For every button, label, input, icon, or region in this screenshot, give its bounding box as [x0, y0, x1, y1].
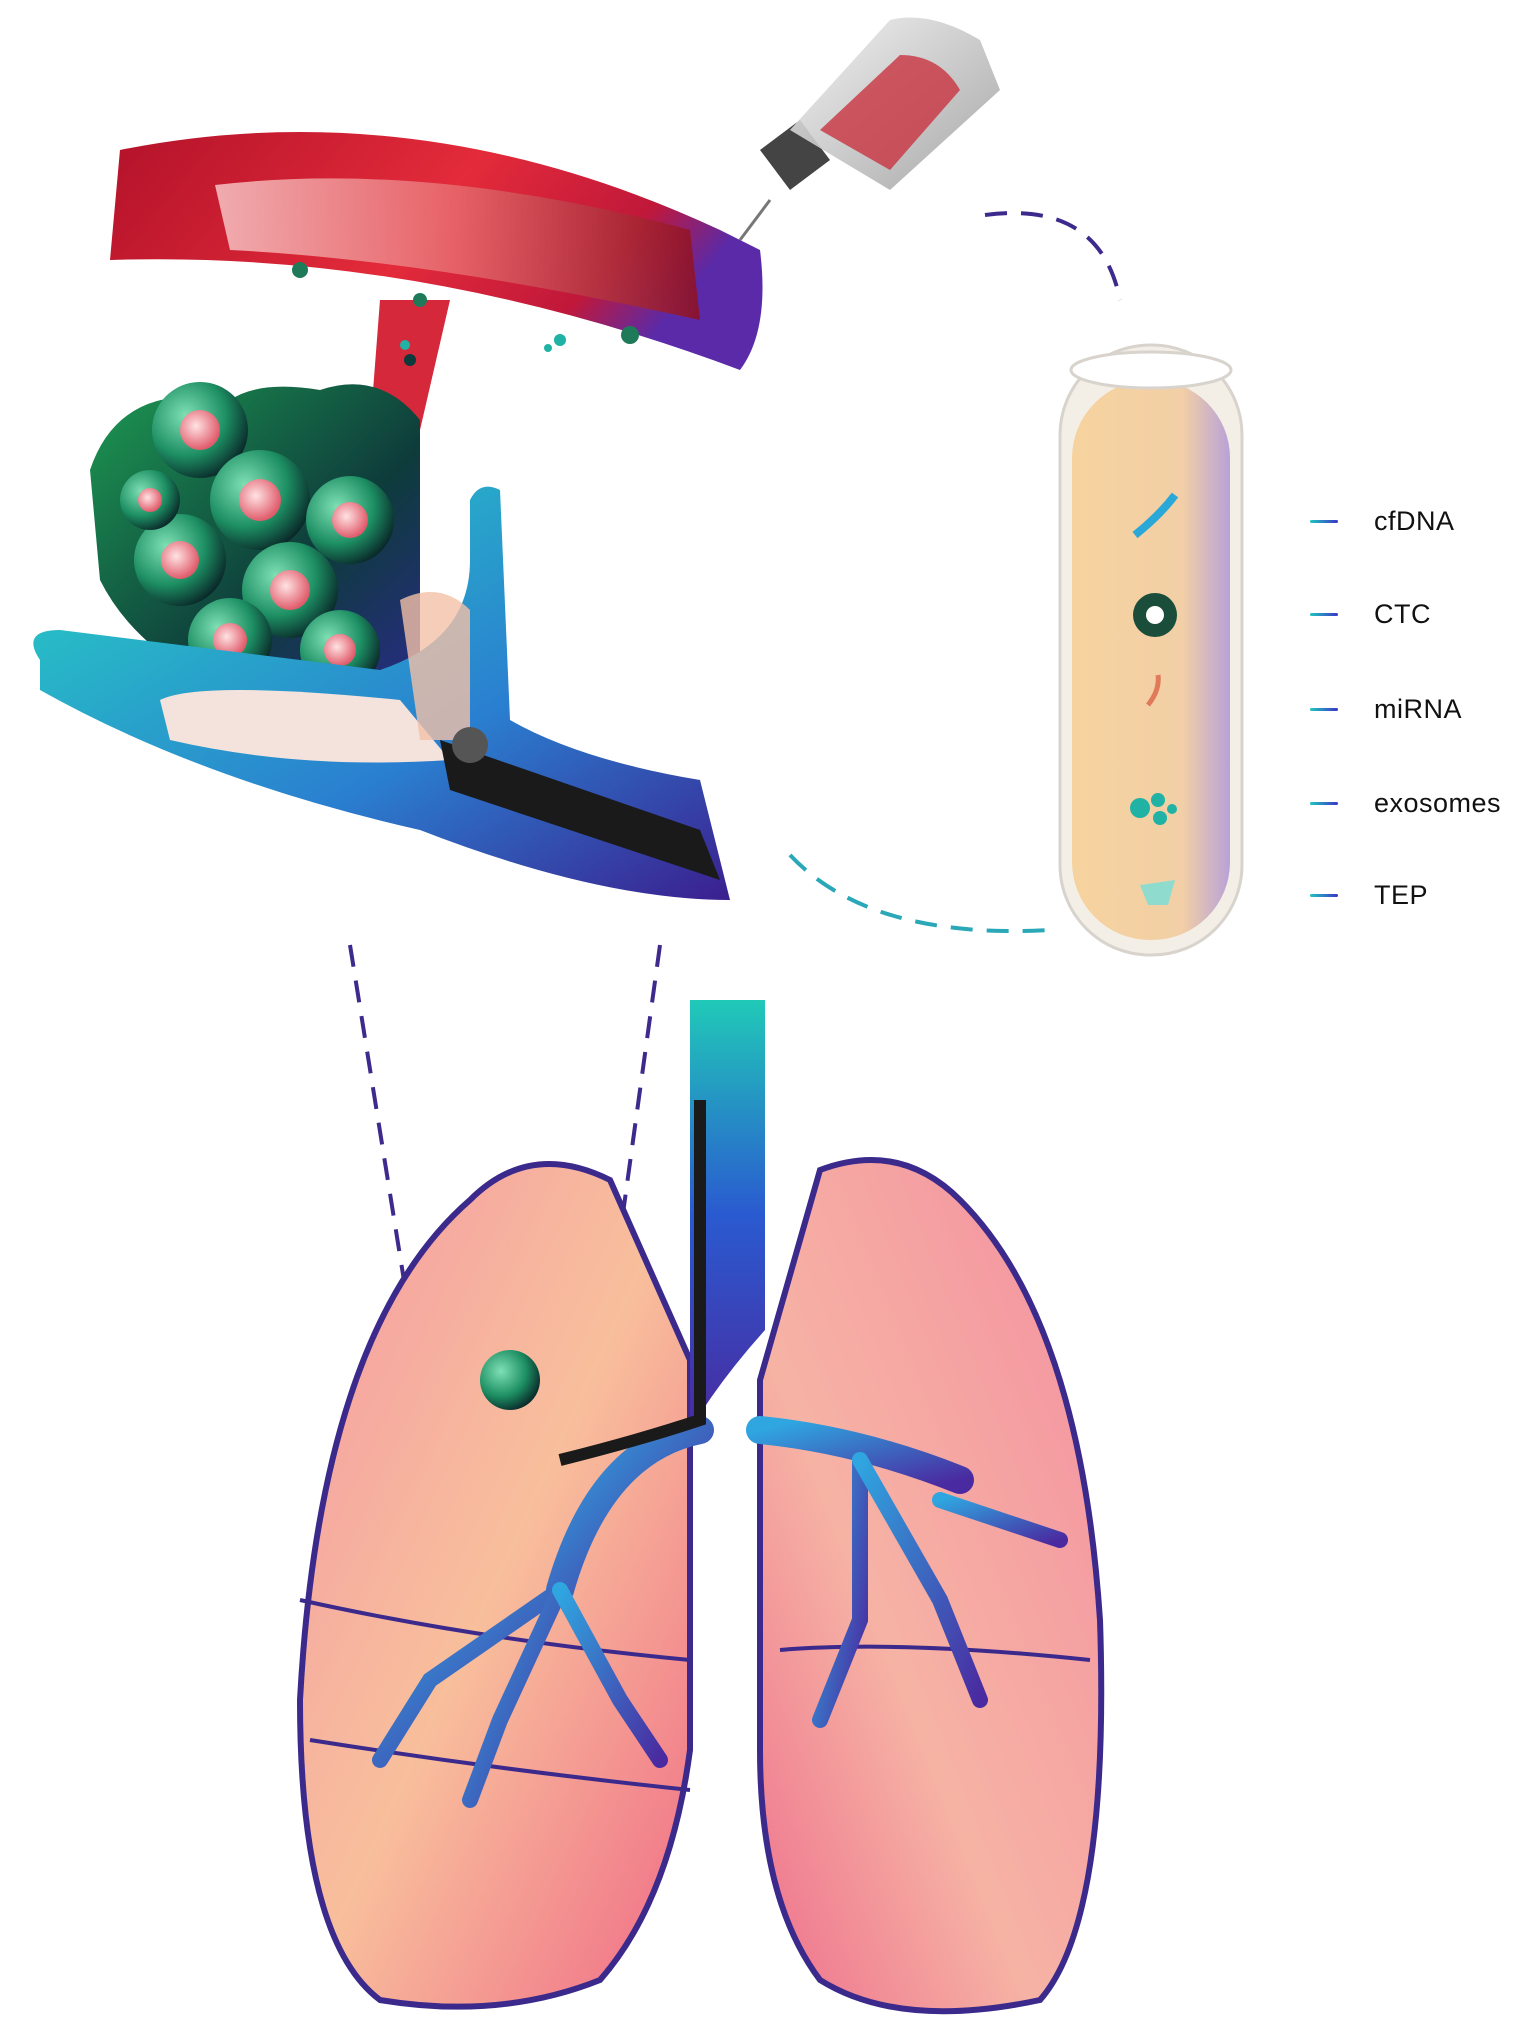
platelet-icon — [1140, 880, 1175, 905]
bronchoscope — [440, 740, 720, 880]
blood-vessel — [110, 132, 763, 430]
lungs — [296, 1000, 1105, 2015]
legend-item-mirna: miRNA — [1310, 689, 1462, 729]
trachea — [690, 1000, 765, 1430]
legend-dash — [1310, 893, 1338, 897]
legend-label: CTC — [1374, 598, 1431, 629]
syringe-icon — [738, 17, 1000, 241]
left-bronchus — [546, 1416, 714, 1604]
legend-item-ctc: CTC — [1310, 594, 1431, 634]
bronchoscope-line — [558, 1100, 706, 1466]
vessel-particles — [292, 262, 639, 366]
right-bronchus — [746, 1416, 974, 1494]
lung-tumor — [480, 1350, 540, 1410]
legend-item-cfdna: cfDNA — [1310, 501, 1455, 541]
bronchial-tree — [372, 1452, 1068, 1808]
legend-dash — [1310, 519, 1338, 523]
legend-label: miRNA — [1374, 693, 1462, 724]
mirna-strand-icon — [1146, 674, 1161, 707]
tube-markers — [1130, 492, 1179, 905]
legend-label: exosomes — [1374, 787, 1502, 818]
legend-item-tep: TEP — [1310, 875, 1428, 915]
legend-item-exosomes: exosomes — [1310, 783, 1501, 823]
legend-dash — [1310, 612, 1338, 616]
legend-dash — [1310, 707, 1338, 711]
legend-label: TEP — [1374, 879, 1429, 910]
dna-icon — [1132, 492, 1179, 539]
legend-dash — [1310, 801, 1338, 805]
bronchus-section — [33, 486, 731, 900]
exosomes-icon — [1130, 793, 1177, 825]
legend-label: cfDNA — [1374, 505, 1455, 536]
sample-tube — [1058, 343, 1244, 957]
